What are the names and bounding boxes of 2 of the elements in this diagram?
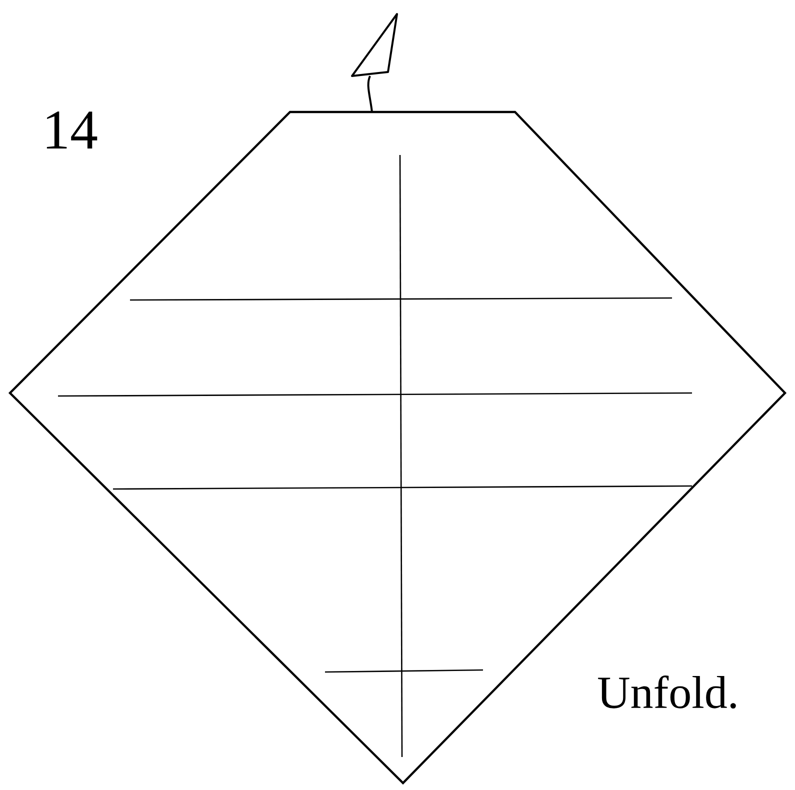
step-number: 14	[46, 112, 98, 148]
instruction-text: Unfold.	[598, 676, 736, 709]
